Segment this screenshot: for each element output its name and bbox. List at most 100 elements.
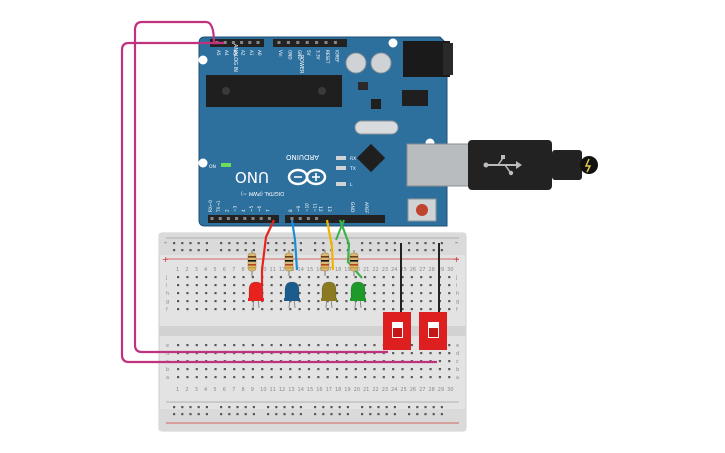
row-letter: g — [456, 299, 459, 305]
column-number: 13 — [288, 387, 294, 393]
pin-label: A2 — [241, 50, 246, 56]
pin-label: A4 — [224, 50, 229, 56]
column-number: 2 — [185, 267, 188, 273]
column-number: 3 — [195, 267, 198, 273]
pin-label: Vin — [278, 50, 283, 57]
column-number: 18 — [335, 387, 341, 393]
column-number: 24 — [391, 267, 397, 273]
arduino-logo-icon — [287, 168, 327, 186]
aref-label: AREF — [363, 202, 369, 214]
pin-label: GND — [297, 50, 302, 60]
row-letter: f — [456, 307, 458, 313]
column-number: 15 — [307, 387, 313, 393]
resistor — [247, 250, 257, 276]
power-label: POWER — [298, 55, 304, 74]
wire-a5-to-switch — [133, 20, 388, 354]
row-letter: a — [456, 375, 459, 381]
column-number: 28 — [428, 387, 434, 393]
pin12-label: 12 — [317, 206, 323, 212]
power-jack — [403, 41, 450, 77]
column-number: 10 — [260, 267, 266, 273]
pin-label: 2 — [224, 209, 229, 212]
led — [321, 281, 337, 309]
column-number: 4 — [204, 387, 207, 393]
row-letter: c — [456, 359, 459, 365]
pin-label: A3 — [232, 50, 237, 56]
column-number: 21 — [363, 267, 369, 273]
row-letter: h — [456, 291, 459, 297]
column-number: 14 — [298, 387, 304, 393]
wire-blue — [290, 219, 299, 271]
pin-label: GND — [287, 50, 292, 60]
column-number: 4 — [204, 267, 207, 273]
arduino-name: ARDUINO — [286, 153, 319, 161]
row-letter: b — [456, 367, 459, 373]
arduino-board: UNO ARDUINO ANALOG IN POWER DIGITAL (PWM… — [198, 36, 453, 227]
row-letter: e — [456, 343, 459, 349]
tx-label: TX — [349, 166, 356, 172]
uno-label: UNO — [235, 168, 269, 186]
column-number: 23 — [382, 387, 388, 393]
resistor — [284, 250, 294, 276]
switch-1[interactable] — [383, 312, 411, 350]
row-letter: b — [166, 367, 169, 373]
column-number: 8 — [241, 267, 244, 273]
row-letter: j — [455, 275, 457, 281]
lightning-icon — [584, 158, 592, 173]
resistor — [349, 250, 359, 276]
pin-label: 4 — [241, 209, 246, 212]
column-number: 9 — [251, 387, 254, 393]
column-number: 15 — [307, 267, 313, 273]
pin-label: ~9 — [296, 205, 301, 212]
column-number: 2 — [185, 387, 188, 393]
pin-label: ~11 — [313, 203, 318, 212]
row-letter: e — [166, 343, 169, 349]
pin-label: ~3 — [233, 205, 238, 212]
column-number: 26 — [410, 387, 416, 393]
on-label: ON — [209, 164, 216, 170]
column-number: 11 — [270, 387, 276, 393]
column-number: 27 — [419, 387, 425, 393]
column-number: 27 — [419, 267, 425, 273]
column-number: 22 — [372, 267, 378, 273]
row-letter: g — [166, 299, 169, 305]
column-number: 1 — [176, 267, 179, 273]
column-number: 16 — [316, 267, 322, 273]
wire-gnd-green — [335, 219, 345, 241]
row-letter: h — [166, 291, 169, 297]
led — [284, 281, 300, 309]
led — [248, 281, 264, 309]
column-number: 7 — [232, 267, 235, 273]
column-number: 22 — [372, 387, 378, 393]
column-number: 17 — [326, 387, 332, 393]
column-number: 24 — [391, 387, 397, 393]
usb-icon — [483, 155, 522, 176]
pin-label: RESET — [325, 50, 330, 64]
column-number: 18 — [335, 267, 341, 273]
gnd-pin-label: GND — [349, 202, 355, 213]
switch-2[interactable] — [419, 312, 447, 350]
column-number: 21 — [363, 387, 369, 393]
column-number: 12 — [279, 267, 285, 273]
column-number: 6 — [223, 387, 226, 393]
pin-label: 8 — [288, 209, 293, 212]
usb-cable — [406, 140, 598, 190]
column-number: 11 — [270, 267, 276, 273]
pin-label: 5V — [306, 50, 311, 56]
pin-label: 3.3V — [316, 50, 321, 60]
column-number: 30 — [447, 267, 453, 273]
row-letter: j — [165, 275, 167, 281]
pin-label: 7 — [265, 209, 270, 212]
rail-plus-label: + — [162, 255, 169, 264]
column-number: 8 — [241, 387, 244, 393]
column-number: 20 — [354, 387, 360, 393]
column-number: 23 — [382, 267, 388, 273]
wire-yellow — [325, 219, 335, 271]
column-number: 5 — [213, 267, 216, 273]
column-number: 19 — [344, 387, 350, 393]
l-label: L — [350, 182, 353, 188]
pin-label: ~10 — [304, 203, 309, 212]
column-number: 16 — [316, 387, 322, 393]
